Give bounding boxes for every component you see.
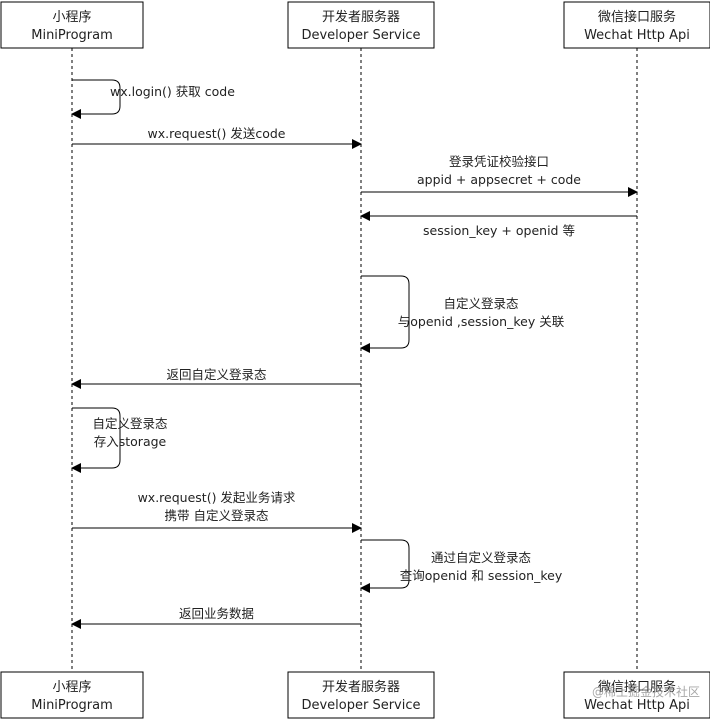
message-label: appid + appsecret + code bbox=[417, 172, 581, 187]
message-label: 存入storage bbox=[94, 434, 167, 449]
message-label: 携带 自定义登录态 bbox=[165, 508, 269, 523]
participant-label-zh: 微信接口服务 bbox=[598, 9, 676, 25]
participant-box-bottom-1: 开发者服务器 Developer Service bbox=[287, 671, 435, 719]
message-label: 通过自定义登录态 bbox=[431, 550, 531, 565]
participant-rect bbox=[563, 671, 710, 719]
participant-label-en: MiniProgram bbox=[31, 28, 113, 43]
participant-rect bbox=[0, 1, 144, 49]
message-1: wx.request() 发送code bbox=[72, 126, 362, 149]
message-2: 登录凭证校验接口 appid + appsecret + code bbox=[361, 154, 638, 197]
message-0: wx.login() 获取 code bbox=[71, 79, 235, 119]
participant-box-bottom-0: 小程序 MiniProgram bbox=[0, 671, 144, 719]
message-5: 返回自定义登录态 bbox=[71, 367, 361, 389]
participant-box-top-0: 小程序 MiniProgram bbox=[0, 1, 144, 49]
participant-label-zh: 开发者服务器 bbox=[322, 679, 400, 695]
message-label: 返回自定义登录态 bbox=[166, 367, 266, 382]
participant-label-en: Wechat Http Api bbox=[584, 698, 690, 713]
message-label: wx.login() 获取 code bbox=[110, 84, 235, 99]
participant-label-en: MiniProgram bbox=[31, 698, 113, 713]
participant-label-en: Wechat Http Api bbox=[584, 28, 690, 43]
participant-label-zh: 小程序 bbox=[52, 10, 91, 25]
participant-rect bbox=[563, 1, 710, 49]
message-label: session_key + openid 等 bbox=[423, 223, 575, 238]
participant-label-en: Developer Service bbox=[301, 28, 420, 43]
message-label: 与openid ,session_key 关联 bbox=[398, 314, 565, 329]
participant-rect bbox=[287, 1, 435, 49]
participant-box-bottom-2: 微信接口服务 Wechat Http Api bbox=[563, 671, 710, 719]
participant-label-en: Developer Service bbox=[301, 698, 420, 713]
message-label: 返回业务数据 bbox=[179, 606, 254, 621]
participant-box-top-1: 开发者服务器 Developer Service bbox=[287, 1, 435, 49]
message-label: 自定义登录态 bbox=[443, 296, 518, 311]
participant-rect bbox=[0, 671, 144, 719]
watermark-text: @稀土掘金技术社区 bbox=[592, 684, 700, 699]
message-9: 返回业务数据 bbox=[71, 606, 361, 629]
message-label: 查询openid 和 session_key bbox=[400, 568, 563, 583]
participant-label-zh: 微信接口服务 bbox=[598, 679, 676, 695]
self-message-loop bbox=[71, 79, 121, 119]
message-label: 自定义登录态 bbox=[92, 416, 167, 431]
participant-rect bbox=[287, 671, 435, 719]
message-label: wx.request() 发起业务请求 bbox=[138, 490, 296, 505]
self-message-loop bbox=[360, 539, 410, 593]
message-3: session_key + openid 等 bbox=[360, 211, 637, 238]
participant-label-zh: 小程序 bbox=[52, 680, 91, 695]
message-label: wx.request() 发送code bbox=[148, 126, 286, 141]
participant-label-zh: 开发者服务器 bbox=[322, 9, 400, 25]
participant-box-top-2: 微信接口服务 Wechat Http Api bbox=[563, 1, 710, 49]
message-label: 登录凭证校验接口 bbox=[449, 154, 549, 169]
self-message-loop bbox=[71, 407, 121, 473]
self-message-loop bbox=[360, 275, 410, 353]
